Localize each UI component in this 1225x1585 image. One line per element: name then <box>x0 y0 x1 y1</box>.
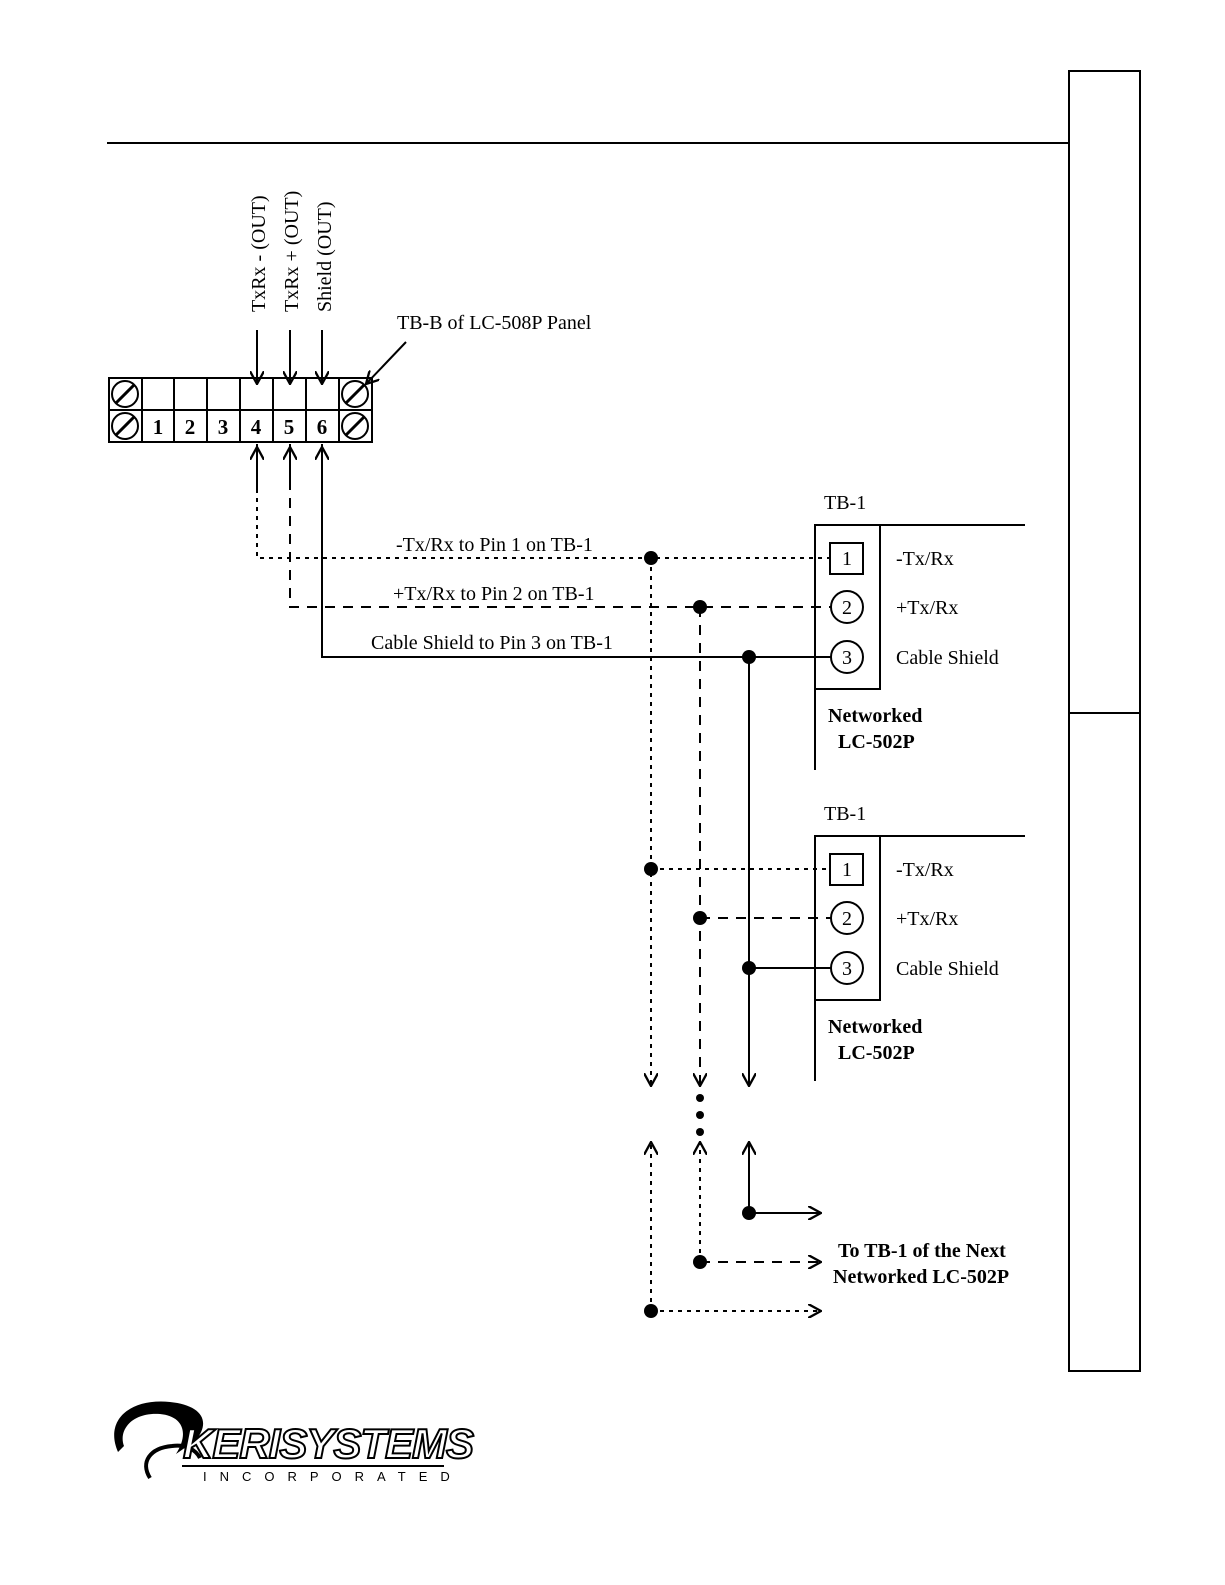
terminal-block-tb-b: 1 2 3 4 5 6 <box>108 377 373 443</box>
tb-b-pin-1: 1 <box>153 415 164 439</box>
unit-tb-label: TB-1 <box>824 803 866 825</box>
unit-pin-num: 3 <box>842 647 852 669</box>
unit-pin-label: Cable Shield <box>896 647 999 669</box>
unit-tb-label: TB-1 <box>824 492 866 514</box>
wire-label-txrx-plus: +Tx/Rx to Pin 2 on TB-1 <box>393 583 594 605</box>
junction-dot <box>742 1206 756 1220</box>
logo-subtitle: INCORPORATED <box>203 1469 463 1484</box>
wire-label-txrx-minus: -Tx/Rx to Pin 1 on TB-1 <box>396 534 593 556</box>
pin-2-circle <box>830 901 864 935</box>
unit-name-line1: Networked <box>828 1016 922 1038</box>
output-label-txrx-minus: TxRx - (OUT) <box>248 195 270 312</box>
tb-b-pin-4: 4 <box>251 415 262 439</box>
output-label-shield: Shield (OUT) <box>314 201 336 312</box>
output-label-txrx-plus: TxRx + (OUT) <box>281 191 303 312</box>
continuation-dot <box>696 1128 704 1136</box>
unit-pin-label: +Tx/Rx <box>896 597 958 619</box>
unit-pin-label: Cable Shield <box>896 958 999 980</box>
pin-2-circle <box>830 590 864 624</box>
tb-b-pin-6: 6 <box>317 415 328 439</box>
junction-dot <box>693 600 707 614</box>
unit-pin-num: 2 <box>842 597 852 619</box>
continuation-dot <box>696 1111 704 1119</box>
pin-3-circle <box>830 951 864 985</box>
unit-name-line1: Networked <box>828 705 922 727</box>
continuation-dot <box>696 1094 704 1102</box>
pin-1-square <box>829 542 864 575</box>
junction-dot <box>742 650 756 664</box>
unit-pin-label: +Tx/Rx <box>896 908 958 930</box>
unit-pin-label: -Tx/Rx <box>896 859 954 881</box>
unit-pin-label: -Tx/Rx <box>896 548 954 570</box>
unit-pin-num: 2 <box>842 908 852 930</box>
junction-dot <box>644 1304 658 1318</box>
unit-pin-num: 1 <box>842 859 852 881</box>
next-unit-line2: Networked LC-502P <box>833 1266 1009 1288</box>
junction-dot <box>693 1255 707 1269</box>
unit-name-line2: LC-502P <box>838 1042 915 1064</box>
wire-shield <box>321 444 831 658</box>
tb-b-pin-2: 2 <box>185 415 196 439</box>
junction-dot <box>644 551 658 565</box>
logo-wordmark: KERISYSTEMS <box>183 1420 474 1467</box>
screw-icon <box>341 412 369 440</box>
tb-b-title: TB-B of LC-508P Panel <box>397 312 592 334</box>
screw-icon <box>341 380 369 408</box>
side-tab-box <box>1068 70 1141 1372</box>
logo-swoosh-icon <box>114 1401 204 1454</box>
tb-b-leader-arrow <box>366 341 407 384</box>
next-unit-line1: To TB-1 of the Next <box>838 1240 1006 1262</box>
lc-502p-unit-2: TB-1 1 2 3 -Tx/Rx +Tx/Rx Cable Shield Ne… <box>814 803 1025 1081</box>
unit-pin-num: 3 <box>842 958 852 980</box>
screw-icon <box>111 412 139 440</box>
tb-b-pin-5: 5 <box>284 415 295 439</box>
wire-label-shield: Cable Shield to Pin 3 on TB-1 <box>371 632 613 654</box>
pin-1-square <box>829 853 864 886</box>
tb-b-pin-3: 3 <box>218 415 229 439</box>
screw-icon <box>111 380 139 408</box>
lc-502p-unit-1: TB-1 1 2 3 -Tx/Rx +Tx/Rx Cable Shield Ne… <box>814 492 1025 770</box>
unit-pin-num: 1 <box>842 548 852 570</box>
pin-3-circle <box>830 640 864 674</box>
keri-systems-logo: KERISYSTEMS INCORPORATED <box>114 1401 476 1484</box>
unit-name-line2: LC-502P <box>838 731 915 753</box>
